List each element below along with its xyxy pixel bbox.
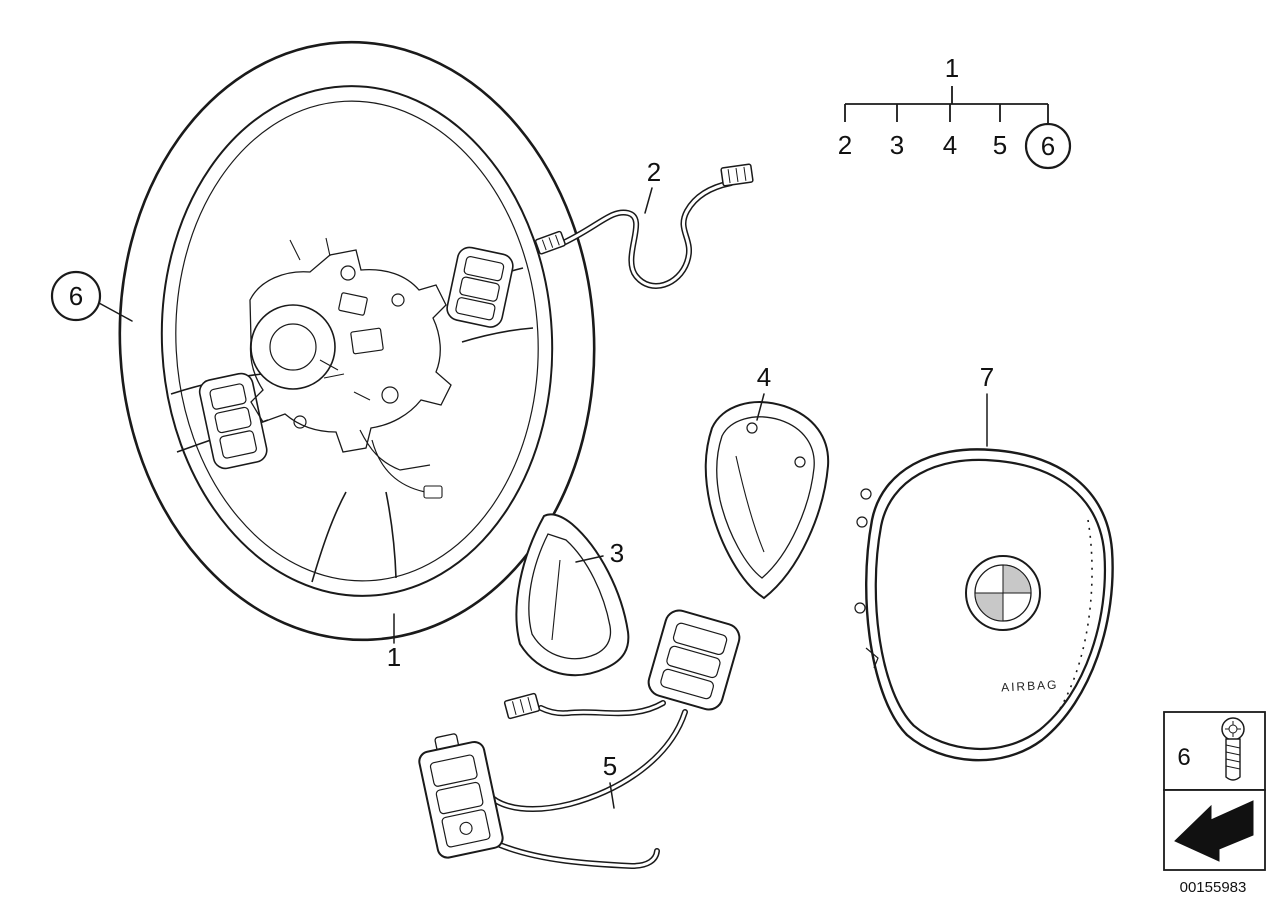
callout-trim-right[interactable]: 4	[756, 362, 771, 421]
airbag-module: AIRBAG	[854, 448, 1114, 762]
bmw-roundel-icon	[965, 555, 1041, 631]
legend-root-label[interactable]: 1	[945, 53, 959, 83]
multifunction-switch-unit	[418, 609, 741, 870]
cable-connector-left	[534, 230, 566, 255]
callout-screw-label[interactable]: 6	[69, 281, 83, 311]
legend-item-2[interactable]: 2	[838, 130, 852, 160]
cable-connector-right	[720, 163, 754, 187]
airbag-embossed-label: AIRBAG	[1001, 678, 1059, 695]
hardware-inset: 6 00155983	[1163, 711, 1266, 896]
right-spoke-switches	[446, 246, 514, 328]
callout-airbag[interactable]: 7	[980, 362, 994, 447]
callout-cable[interactable]: 2	[644, 157, 661, 214]
connecting-cable	[534, 163, 754, 289]
inset-screw-label: 6	[1177, 744, 1190, 771]
figure-number: 00155983	[1180, 879, 1247, 896]
legend-item-6[interactable]: 6	[1041, 131, 1055, 161]
callouts: 6 1 2 3 4 5 7	[50, 157, 994, 809]
callout-trim-right-label[interactable]: 4	[757, 362, 771, 392]
upper-switch-module	[647, 609, 741, 711]
trim-cover-right	[704, 401, 830, 600]
callout-switch-unit[interactable]: 5	[603, 751, 617, 809]
legend-tree: 1 2 3 4 5 6	[838, 53, 1072, 170]
callout-screw[interactable]: 6	[50, 270, 133, 322]
switch-cable-connector	[503, 692, 541, 720]
callout-trim-left-label[interactable]: 3	[610, 538, 624, 568]
trim-cover-left	[515, 513, 630, 677]
legend-item-4[interactable]: 4	[943, 130, 957, 160]
direction-arrow-icon	[1174, 800, 1254, 862]
steering-wheel	[118, 40, 596, 642]
callout-switch-label[interactable]: 5	[603, 751, 617, 781]
callout-steering-wheel[interactable]: 1	[387, 613, 401, 672]
legend-item-5[interactable]: 5	[993, 130, 1007, 160]
callout-airbag-label[interactable]: 7	[980, 362, 994, 392]
lower-switch-module	[418, 733, 504, 859]
screw-inset-box	[1163, 711, 1266, 791]
callout-cable-label[interactable]: 2	[647, 157, 661, 187]
legend-item-3[interactable]: 3	[890, 130, 904, 160]
legend-item-6-circled[interactable]: 6	[1024, 122, 1072, 170]
callout-trim-left[interactable]: 3	[575, 538, 624, 568]
steering-column-hub	[249, 237, 452, 499]
screw-icon	[1221, 717, 1245, 781]
callout-wheel-label[interactable]: 1	[387, 642, 401, 672]
